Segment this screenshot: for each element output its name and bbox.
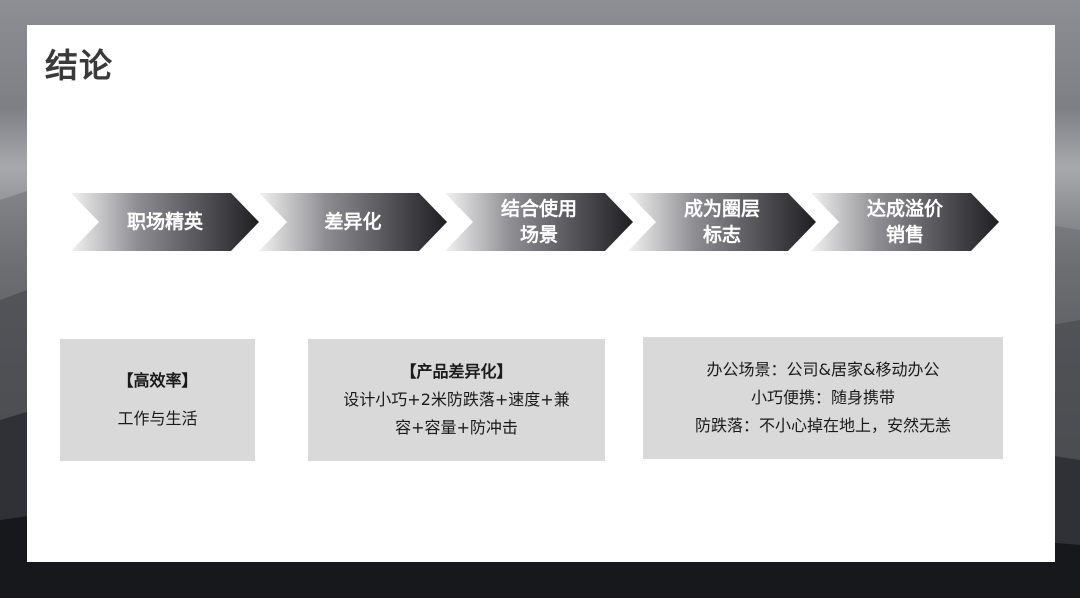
info-box-differentiation-text-2: 容+容量+防冲击 xyxy=(395,418,518,437)
info-box-scenarios-text-3: 防跌落：不小心掉在地上，安然无恙 xyxy=(694,416,951,435)
flow-step-3-label: 结合使用 场景 xyxy=(500,198,577,246)
info-box-scenarios: 办公场景：公司&居家&移动办公 小巧便携：随身携带 防跌落：不小心掉在地上，安然… xyxy=(643,337,1003,459)
flow-step-2-label: 差异化 xyxy=(324,211,382,233)
info-box-differentiation-text-1: 设计小巧+2米防跌落+速度+兼 xyxy=(343,390,570,409)
info-box-efficiency-text: 工作与生活 xyxy=(117,409,198,428)
slide-panel: 结论 职场精英 差异化 xyxy=(27,25,1055,562)
slide-title: 结论 xyxy=(45,46,113,85)
flow-step-2: 差异化 xyxy=(259,193,447,251)
flow-step-4-label: 成为圈层 标志 xyxy=(683,198,760,246)
flow-step-3: 结合使用 场景 xyxy=(445,193,633,251)
flow-step-1: 职场精英 xyxy=(71,193,259,251)
flow-step-5-label: 达成溢价 销售 xyxy=(866,198,943,246)
info-box-efficiency: 【高效率】 工作与生活 xyxy=(60,339,255,461)
flow-step-1-label: 职场精英 xyxy=(126,211,203,233)
info-box-scenarios-text-2: 小巧便携：随身携带 xyxy=(750,388,895,407)
info-box-scenarios-text-1: 办公场景：公司&居家&移动办公 xyxy=(706,360,940,379)
info-box-differentiation-heading: 【产品差异化】 xyxy=(400,362,513,381)
info-box-efficiency-heading: 【高效率】 xyxy=(117,371,198,390)
info-box-differentiation: 【产品差异化】 设计小巧+2米防跌落+速度+兼 容+容量+防冲击 xyxy=(308,339,605,461)
flow-step-4: 成为圈层 标志 xyxy=(628,193,816,251)
flow-step-5: 达成溢价 销售 xyxy=(811,193,999,251)
